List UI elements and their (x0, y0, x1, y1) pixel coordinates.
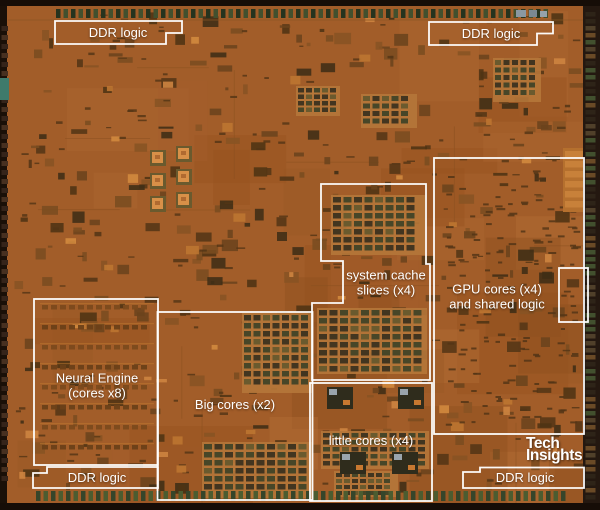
region-outline-ddr-logic-top-right (428, 21, 554, 46)
label-little-cores: little cores (x4) (328, 432, 414, 448)
label-neural-engine-line1: Neural Engine (55, 370, 139, 386)
label-gpu-line2: and shared logic (449, 296, 545, 311)
region-outline-gpu (433, 157, 585, 435)
label-system-cache: system cache slices (x4) (346, 267, 426, 298)
techinsights-watermark-line1: Tech (526, 435, 560, 452)
label-gpu-line1: GPU cores (x4) (452, 281, 542, 297)
annotation-outlines (32, 20, 589, 502)
label-system-cache-line2: slices (x4) (356, 282, 416, 297)
label-ddr-logic-top-left: DDR logic (88, 24, 148, 40)
label-system-cache-line1: system cache (346, 267, 426, 283)
region-outline-gpu-edge-notch (558, 267, 589, 323)
label-neural-engine: Neural Engine (cores x8) (55, 370, 139, 401)
region-outline-big-cores (156, 311, 314, 501)
region-outline-system-cache (311, 183, 431, 381)
techinsights-watermark: Tech Insights (526, 435, 583, 464)
label-big-cores: Big cores (x2) (194, 396, 276, 412)
region-outline-ddr-logic-top-left (54, 20, 183, 45)
region-outline-little-cores (309, 382, 433, 502)
region-outline-ddr-logic-bottom-right (462, 466, 585, 489)
label-neural-engine-line2: (cores x8) (68, 385, 126, 400)
label-gpu: GPU cores (x4) and shared logic (449, 281, 545, 312)
techinsights-watermark-line2: Insights (526, 446, 583, 464)
label-ddr-logic-bottom-right: DDR logic (495, 469, 555, 485)
label-ddr-logic-bottom-left: DDR logic (67, 469, 127, 485)
label-ddr-logic-top-right: DDR logic (461, 25, 521, 41)
